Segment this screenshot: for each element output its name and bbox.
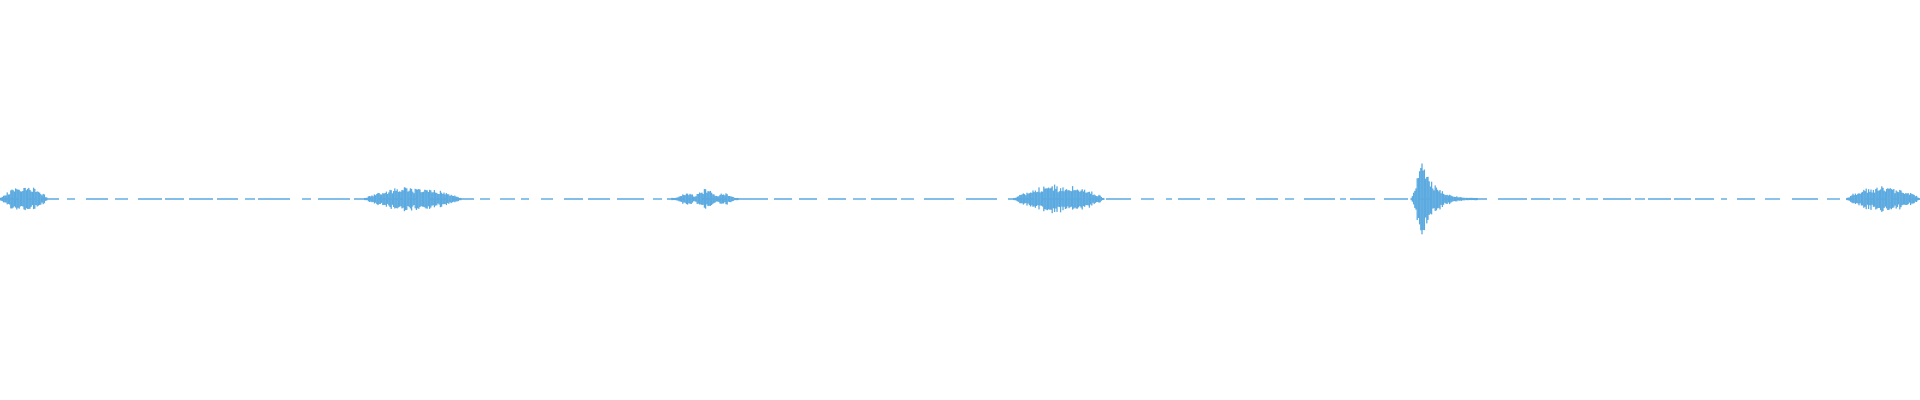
waveform-segment xyxy=(671,189,739,209)
waveform-segment xyxy=(364,187,462,212)
waveform-segment xyxy=(1410,163,1478,235)
waveform-segment xyxy=(1846,186,1920,212)
waveform-segment xyxy=(1013,184,1105,214)
waveform-segment xyxy=(0,187,48,211)
waveform-group xyxy=(0,163,1920,235)
